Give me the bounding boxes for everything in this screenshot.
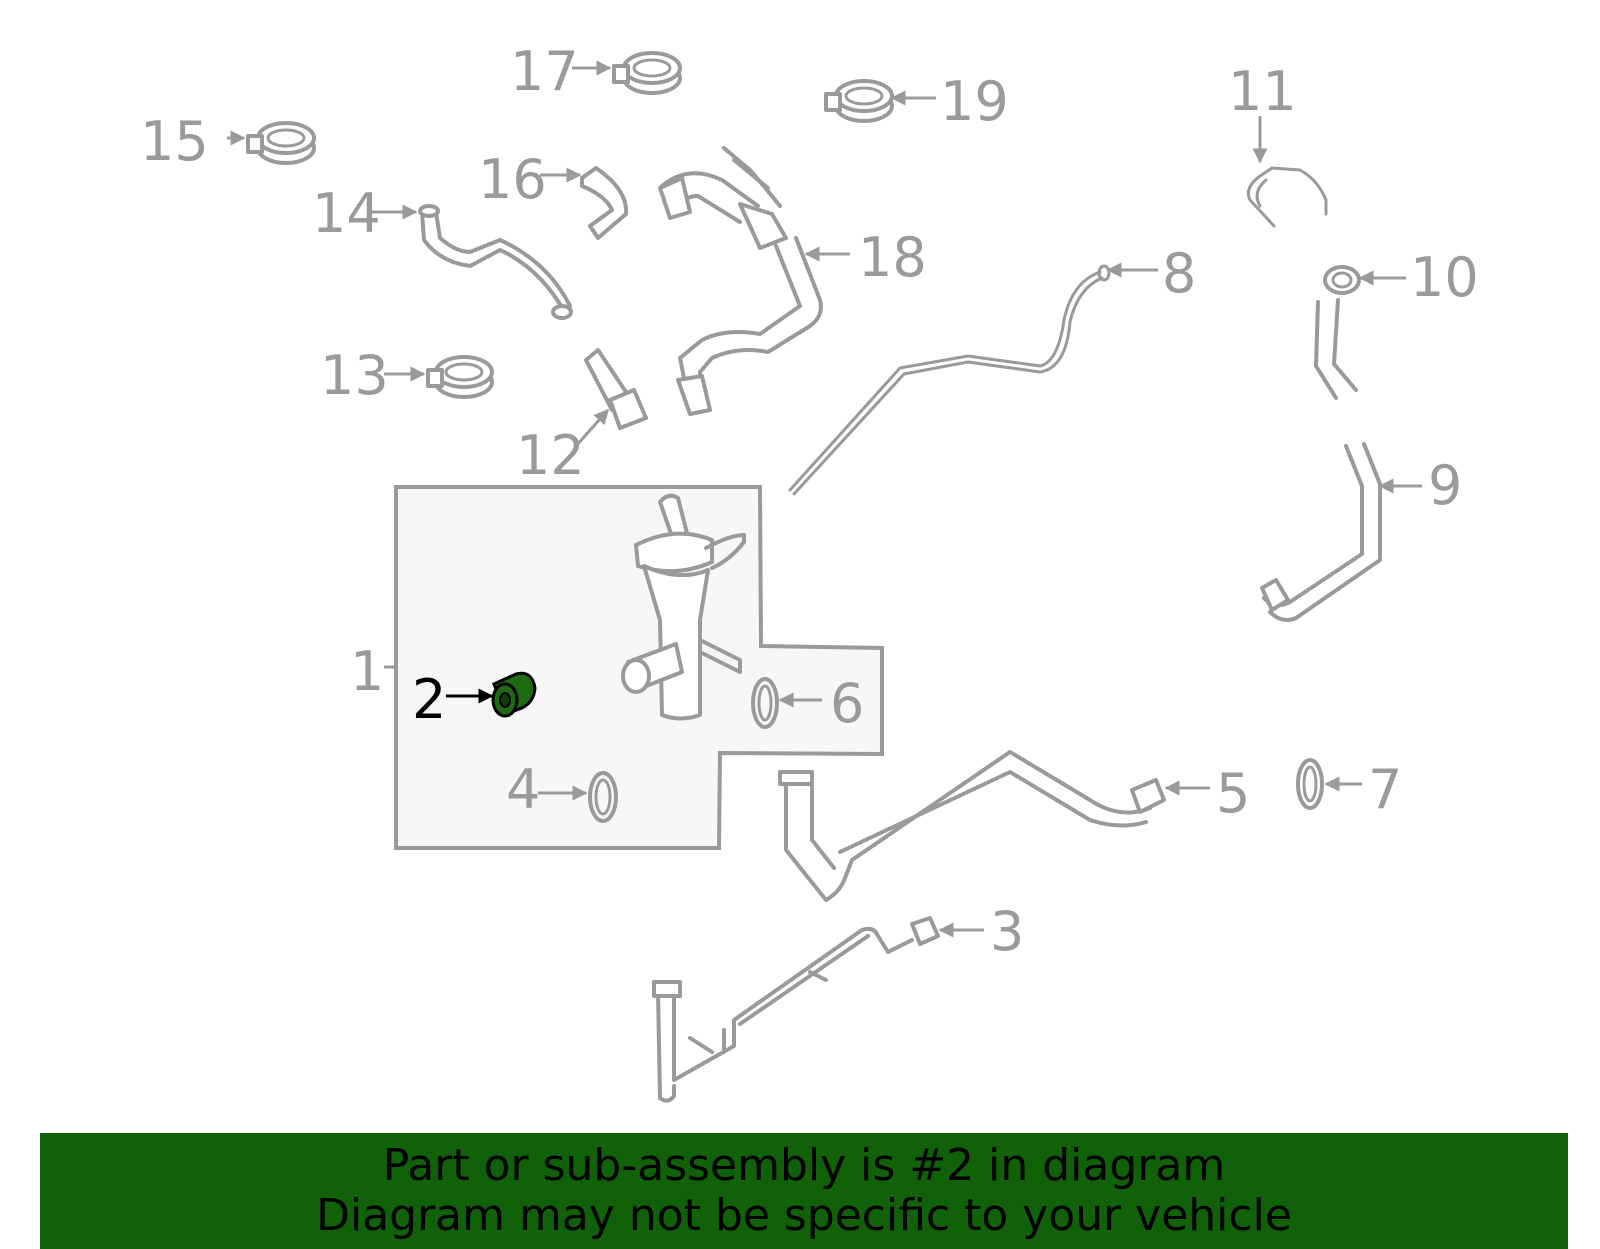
part-17-clamp[interactable] xyxy=(612,51,682,95)
part-15-clamp[interactable] xyxy=(246,121,316,165)
label-10: 10 xyxy=(1410,246,1479,309)
part-8-tube[interactable] xyxy=(788,264,1111,496)
part-6-o-ring[interactable] xyxy=(751,677,779,729)
label-4: 4 xyxy=(506,758,540,821)
part-13-clamp[interactable] xyxy=(426,355,494,399)
label-7: 7 xyxy=(1368,758,1402,821)
part-5-pipe[interactable] xyxy=(778,750,1166,902)
part-3-pipe[interactable] xyxy=(652,916,940,1103)
label-16: 16 xyxy=(478,148,547,211)
label-3: 3 xyxy=(990,900,1024,963)
label-15: 15 xyxy=(140,110,209,173)
label-1: 1 xyxy=(350,640,384,703)
part-16-elbow[interactable] xyxy=(580,166,629,240)
banner-line-2: Diagram may not be specific to your vehi… xyxy=(316,1190,1292,1241)
label-18: 18 xyxy=(858,226,927,289)
label-17: 17 xyxy=(510,40,579,103)
part-10-hose[interactable] xyxy=(1314,265,1361,400)
label-19: 19 xyxy=(940,70,1009,133)
label-13: 13 xyxy=(320,344,389,407)
label-11: 11 xyxy=(1228,60,1297,123)
part-12-hose[interactable] xyxy=(584,348,648,430)
label-14: 14 xyxy=(312,182,381,245)
part-14-hose[interactable] xyxy=(418,204,573,320)
label-8: 8 xyxy=(1162,242,1196,305)
part-7-o-ring[interactable] xyxy=(1296,758,1324,810)
label-5: 5 xyxy=(1216,762,1250,825)
label-12: 12 xyxy=(516,424,585,487)
banner-line-1: Part or sub-assembly is #2 in diagram xyxy=(382,1140,1226,1191)
label-9: 9 xyxy=(1428,454,1462,517)
label-2: 2 xyxy=(412,668,446,731)
part-19-clamp[interactable] xyxy=(824,79,894,123)
label-6: 6 xyxy=(830,672,864,735)
part-4-o-ring[interactable] xyxy=(588,771,618,823)
part-11-clip[interactable] xyxy=(1246,166,1328,228)
part-18-hose[interactable] xyxy=(658,146,823,416)
thermostat-housing xyxy=(621,493,746,721)
info-banner: Part or sub-assembly is #2 in diagram Di… xyxy=(40,1133,1568,1249)
part-9-hose[interactable] xyxy=(1260,442,1382,622)
